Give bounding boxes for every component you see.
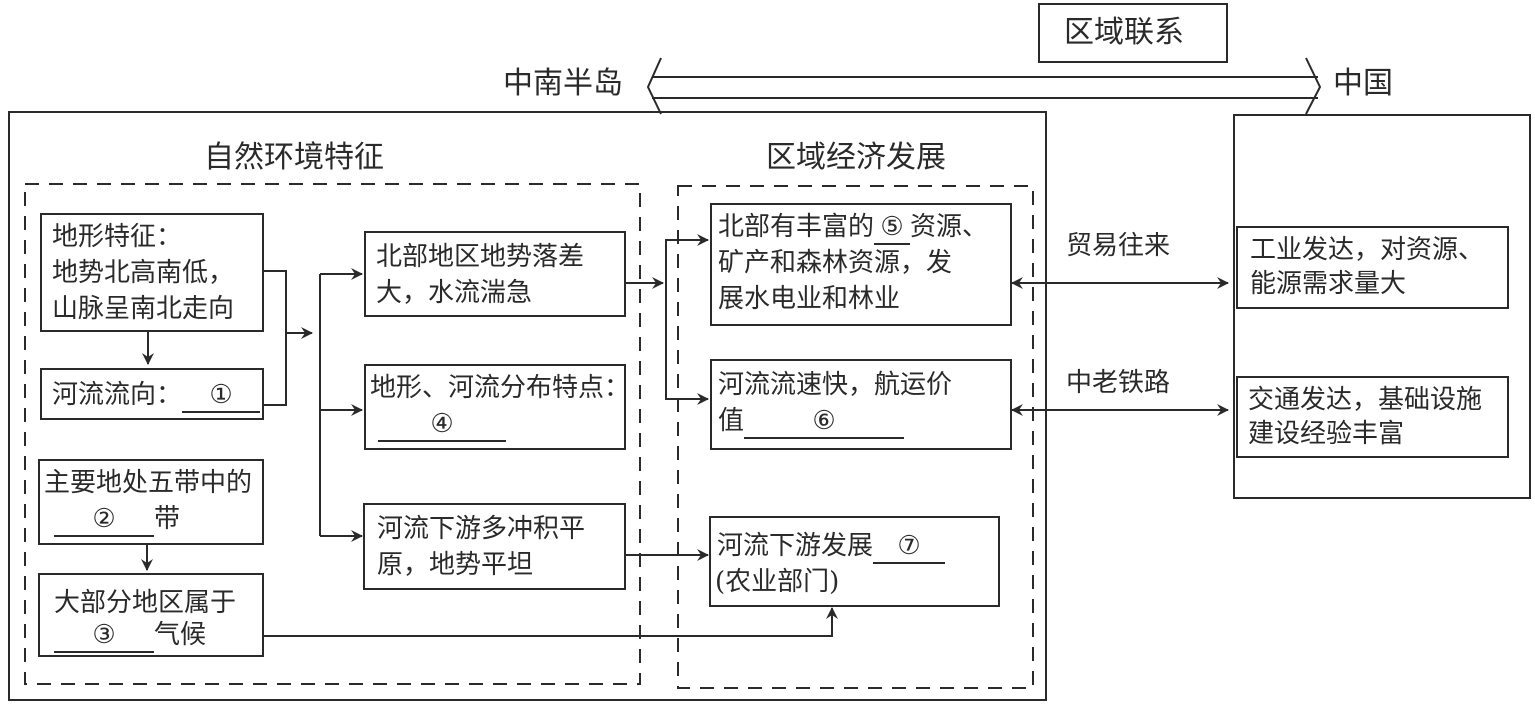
right-region-label: 中国 — [1333, 66, 1393, 101]
distribution-line1: 地形、河流分布特点： — [370, 373, 631, 403]
navigation-prefix2: 值 — [718, 406, 745, 436]
terrain-line2: 地势北高南低， — [52, 258, 235, 288]
distribution-box: 地形、河流分布特点： ④ — [364, 364, 630, 450]
resources-prefix: 北部有丰富的 — [718, 212, 875, 242]
industry-line2: 能源需求量大 — [1250, 269, 1407, 299]
blank-3[interactable]: ③ — [54, 619, 154, 653]
left-region-label: 中南半岛 — [503, 66, 623, 101]
navigation-line1: 河流流速快，航运价 — [718, 370, 953, 400]
economic-section-title: 区域经济发展 — [766, 140, 946, 175]
resources-suffix: 资源、 — [910, 212, 989, 242]
region-link-double-arrow — [646, 57, 1322, 115]
natural-dashed-group — [24, 183, 641, 685]
blank-5[interactable]: ⑤ — [874, 211, 911, 245]
blank-4[interactable]: ④ — [378, 408, 506, 442]
river-direction-box: 河流流向：① — [40, 368, 264, 420]
zone-line1: 主要地处五带中的 — [44, 468, 253, 498]
economic-dashed-group — [677, 185, 1034, 689]
terrain-drop-box: 北部地区地势落差 大，水流湍急 — [364, 231, 626, 317]
terrain-line1: 地形特征： — [52, 222, 183, 252]
china-transport-box: 交通发达，基础设施 建设经验丰富 — [1236, 376, 1509, 458]
blank-1[interactable]: ① — [182, 379, 261, 413]
blank-6[interactable]: ⑥ — [744, 405, 905, 439]
transport-line2: 建设经验丰富 — [1248, 419, 1405, 449]
climate-suffix: 气候 — [154, 620, 207, 650]
blank-7[interactable]: ⑦ — [873, 530, 946, 564]
transport-line1: 交通发达，基础设施 — [1248, 385, 1483, 415]
resources-line3: 展水电业和林业 — [718, 284, 901, 314]
climate-line1: 大部分地区属于 — [54, 588, 237, 618]
plain-line2: 原，地势平坦 — [377, 550, 534, 580]
terrain-box: 地形特征： 地势北高南低， 山脉呈南北走向 — [40, 213, 264, 332]
river-direction-label: 河流流向： — [52, 380, 183, 410]
china-frame — [1233, 114, 1531, 499]
blank-2[interactable]: ② — [54, 503, 154, 537]
downstream-line2: (农业部门) — [715, 567, 840, 597]
terrain-line3: 山脉呈南北走向 — [52, 294, 235, 324]
industry-line1: 工业发达，对资源、 — [1250, 235, 1485, 265]
zone-suffix: 带 — [154, 504, 181, 534]
resources-line2: 矿产和森林资源，发 — [718, 248, 953, 278]
relation-title: 区域联系 — [1064, 15, 1184, 50]
natural-section-title: 自然环境特征 — [204, 140, 384, 175]
relation-title-box: 区域联系 — [1038, 3, 1228, 63]
drop-line1: 北部地区地势落差 — [376, 242, 585, 272]
china-industry-box: 工业发达，对资源、 能源需求量大 — [1236, 226, 1509, 309]
railway-label: 中老铁路 — [1066, 368, 1171, 398]
trade-label: 贸易往来 — [1066, 231, 1171, 261]
drop-line2: 大，水流湍急 — [376, 278, 533, 308]
plain-box: 河流下游多冲积平 原，地势平坦 — [363, 503, 626, 590]
downstream-prefix: 河流下游发展 — [717, 531, 874, 561]
plain-line1: 河流下游多冲积平 — [377, 514, 586, 544]
